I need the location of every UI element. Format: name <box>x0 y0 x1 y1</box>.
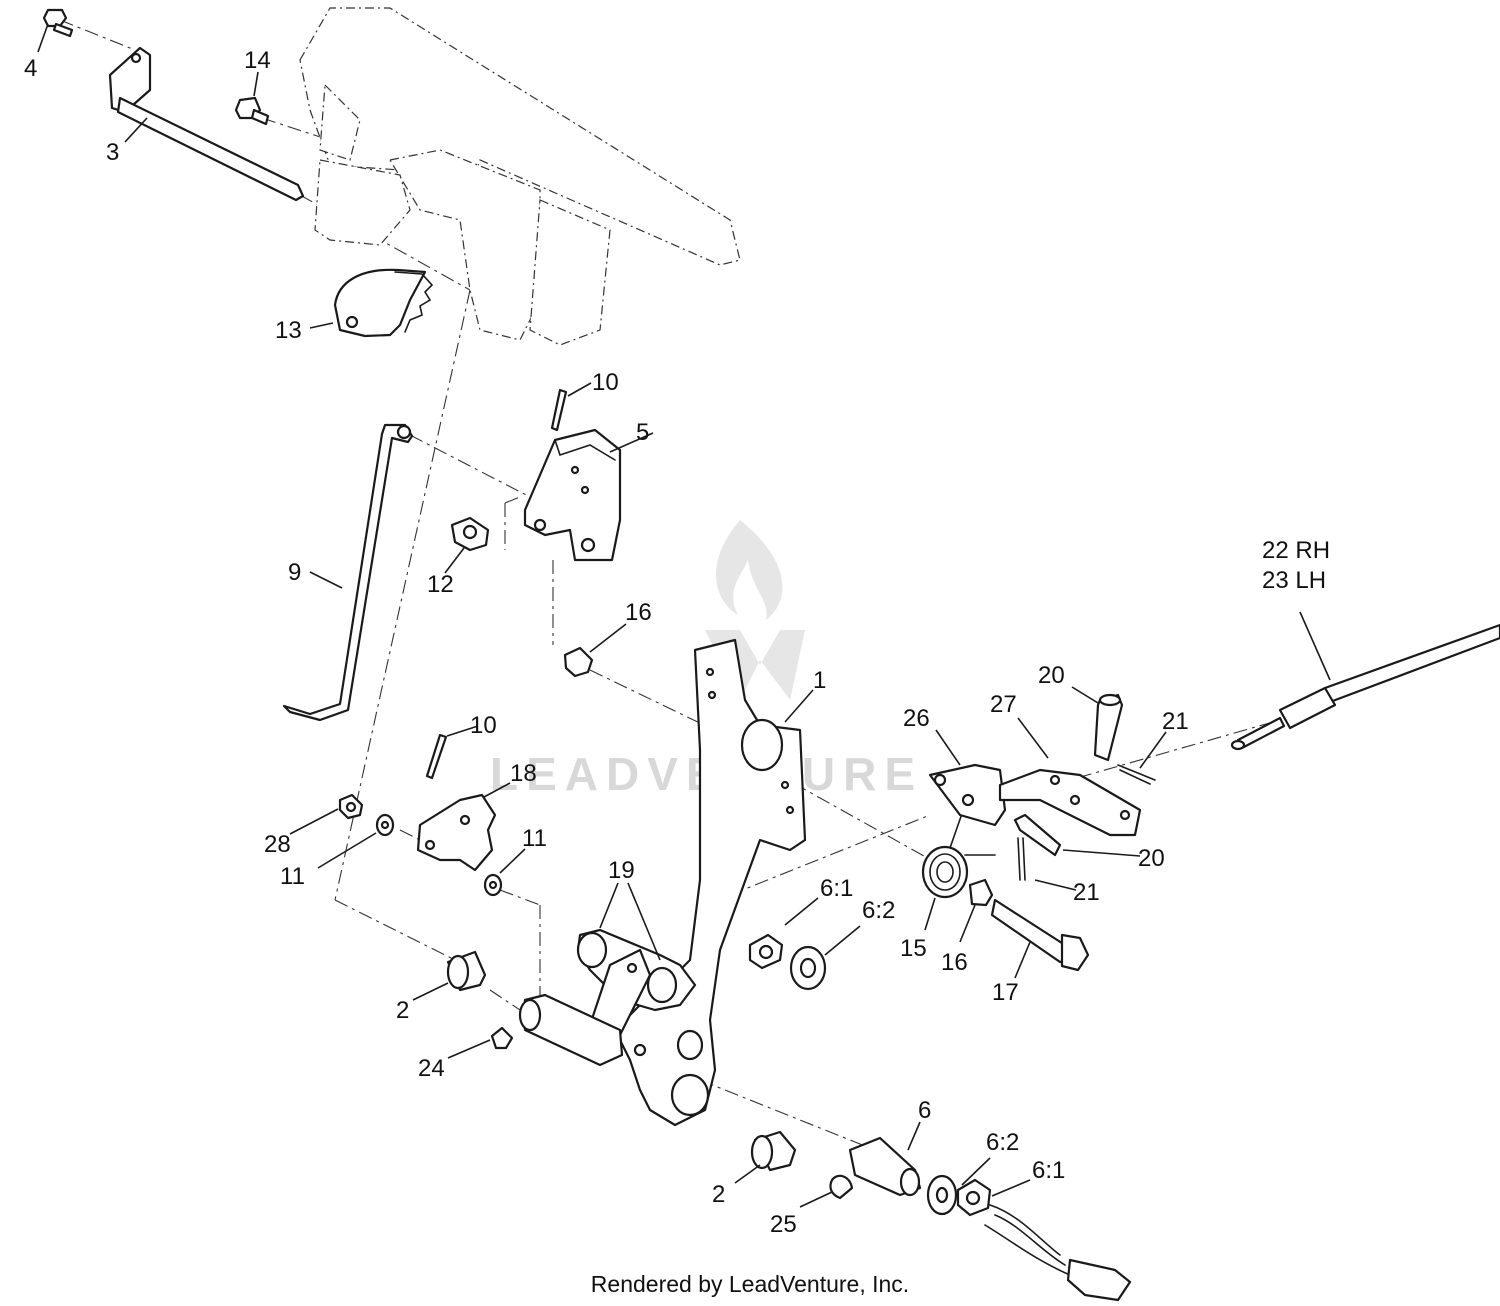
callout-20-top: 20 <box>1038 662 1065 689</box>
callout-15: 15 <box>900 935 927 962</box>
lock-nut-part[interactable] <box>748 933 992 1217</box>
lock-washer-part[interactable] <box>789 945 958 1216</box>
callout-6-2-lower: 6:2 <box>986 1129 1019 1156</box>
hairpin-clip-part[interactable] <box>1017 764 1156 881</box>
callout-11-left: 11 <box>280 863 305 890</box>
callout-6: 6 <box>918 1097 931 1124</box>
callout-1: 1 <box>813 667 826 694</box>
callout-10-mid: 10 <box>470 712 497 739</box>
cable-arm-part[interactable] <box>998 768 1142 837</box>
bracket-part[interactable] <box>523 428 622 562</box>
callout-5: 5 <box>636 419 649 446</box>
callout-18: 18 <box>510 760 537 787</box>
callout-11-right: 11 <box>522 825 547 852</box>
control-cable-part[interactable] <box>1230 623 1500 751</box>
callout-21-top: 21 <box>1162 708 1189 735</box>
pivot-pin-part[interactable] <box>848 1136 922 1197</box>
pivot-rod-part[interactable] <box>108 46 305 202</box>
callout-leaders <box>37 23 1331 1208</box>
callout-22-rh: 22 RH <box>1262 537 1330 564</box>
callout-6-1-upper: 6:1 <box>820 875 853 902</box>
bolt-part[interactable] <box>42 8 74 38</box>
lockout-bracket-part[interactable] <box>416 793 497 872</box>
bushing-part[interactable] <box>563 646 994 907</box>
screw-part[interactable] <box>234 96 270 126</box>
callout-20-bottom: 20 <box>1138 845 1165 872</box>
callout-6-2-upper: 6:2 <box>862 897 895 924</box>
callout-9: 9 <box>288 559 301 586</box>
callout-2-upper: 2 <box>396 997 409 1024</box>
cotter-pin-part[interactable] <box>425 388 568 780</box>
callout-3: 3 <box>106 139 119 166</box>
callout-2-lower: 2 <box>712 1181 725 1208</box>
callout-19: 19 <box>608 857 635 884</box>
callout-27: 27 <box>990 691 1017 718</box>
cable-bracket-part[interactable] <box>928 763 1007 827</box>
washer-part[interactable] <box>375 813 503 897</box>
callout-23-lh: 23 LH <box>1262 567 1326 594</box>
callout-24: 24 <box>418 1055 445 1082</box>
pedal-arm-part[interactable] <box>613 638 807 1127</box>
pedal-pad-part[interactable] <box>333 268 434 338</box>
flange-nut-part[interactable] <box>450 516 490 552</box>
pivot-tube-part[interactable] <box>518 993 624 1067</box>
callout-16-top: 16 <box>625 599 652 626</box>
callout-4: 4 <box>24 55 37 82</box>
link-rod-part[interactable] <box>282 423 414 722</box>
flange-bushing-part[interactable] <box>446 950 797 1172</box>
clevis-pin-part[interactable] <box>1013 693 1124 857</box>
callout-10-top: 10 <box>592 369 619 396</box>
callout-labels: 4 14 3 13 10 5 9 12 16 22 RH 23 LH 1 20 … <box>24 47 1330 1238</box>
grease-fitting-part[interactable] <box>490 1026 514 1050</box>
callout-28: 28 <box>264 831 291 858</box>
nut-part[interactable] <box>338 793 364 820</box>
callout-13: 13 <box>275 317 302 344</box>
woodruff-key-part[interactable] <box>829 1174 854 1200</box>
callout-12: 12 <box>427 571 454 598</box>
credit-text: Rendered by LeadVenture, Inc. <box>591 1271 909 1297</box>
callout-6-1-lower: 6:1 <box>1032 1157 1065 1184</box>
hex-bolt-part[interactable] <box>990 898 1090 972</box>
callout-21-bottom: 21 <box>1073 879 1100 906</box>
wire-harness-part[interactable] <box>984 1204 1132 1302</box>
callout-26: 26 <box>903 705 930 732</box>
callout-25: 25 <box>770 1211 797 1238</box>
callout-14: 14 <box>244 47 271 74</box>
frame-phantom <box>299 7 741 346</box>
callout-17: 17 <box>992 979 1019 1006</box>
callout-16-bottom: 16 <box>941 949 968 976</box>
